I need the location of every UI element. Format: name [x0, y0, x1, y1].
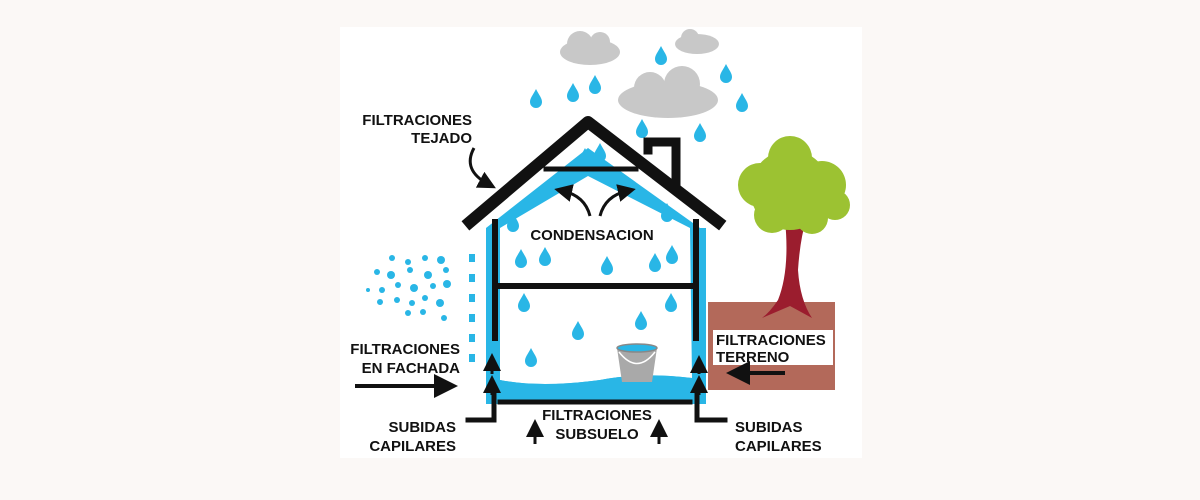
facade-label-line1: FILTRACIONES — [350, 341, 460, 358]
tree-trunk — [762, 220, 812, 318]
facade-label-line2: EN FACHADA — [362, 360, 461, 377]
cloud-icon — [560, 31, 620, 65]
subsoil-label-line2: SUBSUELO — [555, 426, 639, 443]
house-interior — [500, 176, 692, 384]
capillary-right-label-line2: CAPILARES — [735, 438, 822, 455]
bucket-icon — [616, 343, 658, 382]
capillary-right-label-line1: SUBIDAS — [735, 419, 803, 436]
tree-icon — [738, 136, 850, 234]
subsoil-label-line1: FILTRACIONES — [542, 407, 652, 424]
ground-label-line1: FILTRACIONES — [716, 332, 826, 349]
clouds — [560, 29, 719, 118]
cloud-icon — [618, 66, 718, 118]
arrows — [355, 147, 785, 444]
roof-label-line1: FILTRACIONES — [362, 112, 472, 129]
capillary-left-label-line2: CAPILARES — [369, 438, 456, 455]
condensation-label: CONDENSACION — [530, 227, 653, 244]
condensation-arrows — [554, 184, 636, 217]
capillary-left-label-line1: SUBIDAS — [388, 419, 456, 436]
ground-label-box — [713, 330, 833, 365]
facade-rain — [366, 254, 475, 362]
ground-label-line2: TERRENO — [716, 349, 790, 366]
cloud-icon — [675, 29, 719, 54]
roof-label-line2: TEJADO — [411, 130, 472, 147]
house-outline — [461, 116, 728, 423]
roof-arrow — [468, 147, 496, 189]
